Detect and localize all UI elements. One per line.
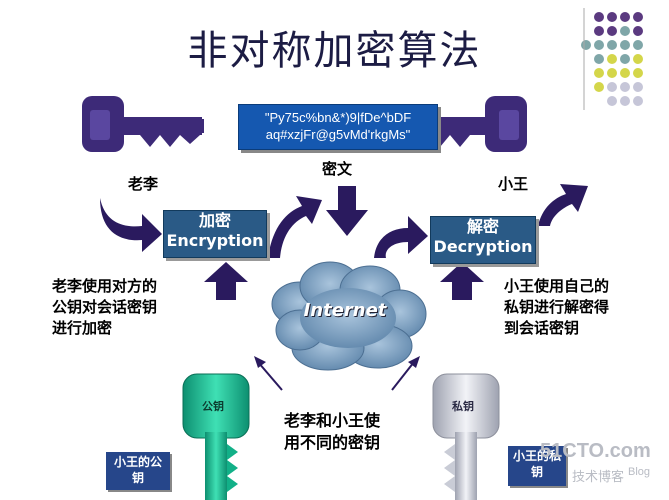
center-note-line: 用不同的密钥: [284, 433, 381, 452]
public-key-owner-line: 小王的公: [113, 455, 162, 469]
laoli-note-line: 进行加密: [52, 319, 113, 337]
laoli-name: 老李: [128, 175, 159, 193]
ciphertext-line-2: aq#xzjFr@g5vMd'rkgMs": [265, 127, 411, 142]
encryption-box: 加密 Encryption: [163, 210, 267, 258]
xiaowang-note: 小王使用自己的 私钥进行解密得 到会话密钥: [504, 276, 609, 339]
ciphertext-label: 密文: [322, 160, 353, 178]
ciphertext-box: "Py75c%bn&*)9|fDe^bDF aq#xzjFr@g5vMd'rkg…: [238, 104, 438, 150]
public-key-owner-line: 钥: [131, 471, 144, 485]
public-key-label: 公钥: [202, 400, 224, 413]
private-key-owner-line: 钥: [530, 465, 543, 479]
private-key-owner-line: 小王的私: [512, 449, 561, 463]
page-title: 非对称加密算法: [187, 28, 482, 74]
decryption-box: 解密 Decryption: [430, 216, 536, 264]
xiaowang-name: 小王: [498, 175, 529, 193]
laoli-key-icon: [82, 96, 204, 152]
watermark-site: 51CTO.com: [540, 440, 651, 462]
private-key-label: 私钥: [452, 400, 474, 413]
arrow-icon: [100, 184, 588, 391]
xiaowang-note-line: 私钥进行解密得: [504, 298, 610, 316]
internet-label: Internet: [303, 300, 387, 321]
laoli-note-line: 公钥对会话密钥: [52, 298, 158, 316]
encryption-label-cn: 加密: [198, 211, 231, 230]
private-key-owner-box: 小王的私 钥: [508, 446, 566, 486]
private-key-icon: [432, 373, 500, 500]
dot-grid-decoration: [581, 8, 643, 110]
watermark-blog: Blog: [628, 466, 651, 478]
center-note-line: 老李和小王使: [284, 411, 381, 430]
laoli-note: 老李使用对方的 公钥对会话密钥 进行加密: [52, 276, 157, 339]
xiaowang-note-line: 小王使用自己的: [504, 277, 610, 295]
center-note: 老李和小王使 用不同的密钥: [284, 410, 380, 454]
laoli-note-line: 老李使用对方的: [52, 277, 158, 295]
public-key-icon: [182, 373, 250, 500]
ciphertext-line-1: "Py75c%bn&*)9|fDe^bDF: [264, 110, 412, 125]
encryption-label-en: Encryption: [166, 231, 264, 250]
public-key-owner-box: 小王的公 钥: [106, 452, 170, 490]
decryption-label-en: Decryption: [433, 237, 533, 256]
xiaowang-note-line: 到会话密钥: [504, 319, 580, 337]
cloud-icon: [271, 261, 427, 371]
decryption-label-cn: 解密: [466, 217, 499, 236]
watermark-sub: 技术博客: [572, 469, 625, 484]
